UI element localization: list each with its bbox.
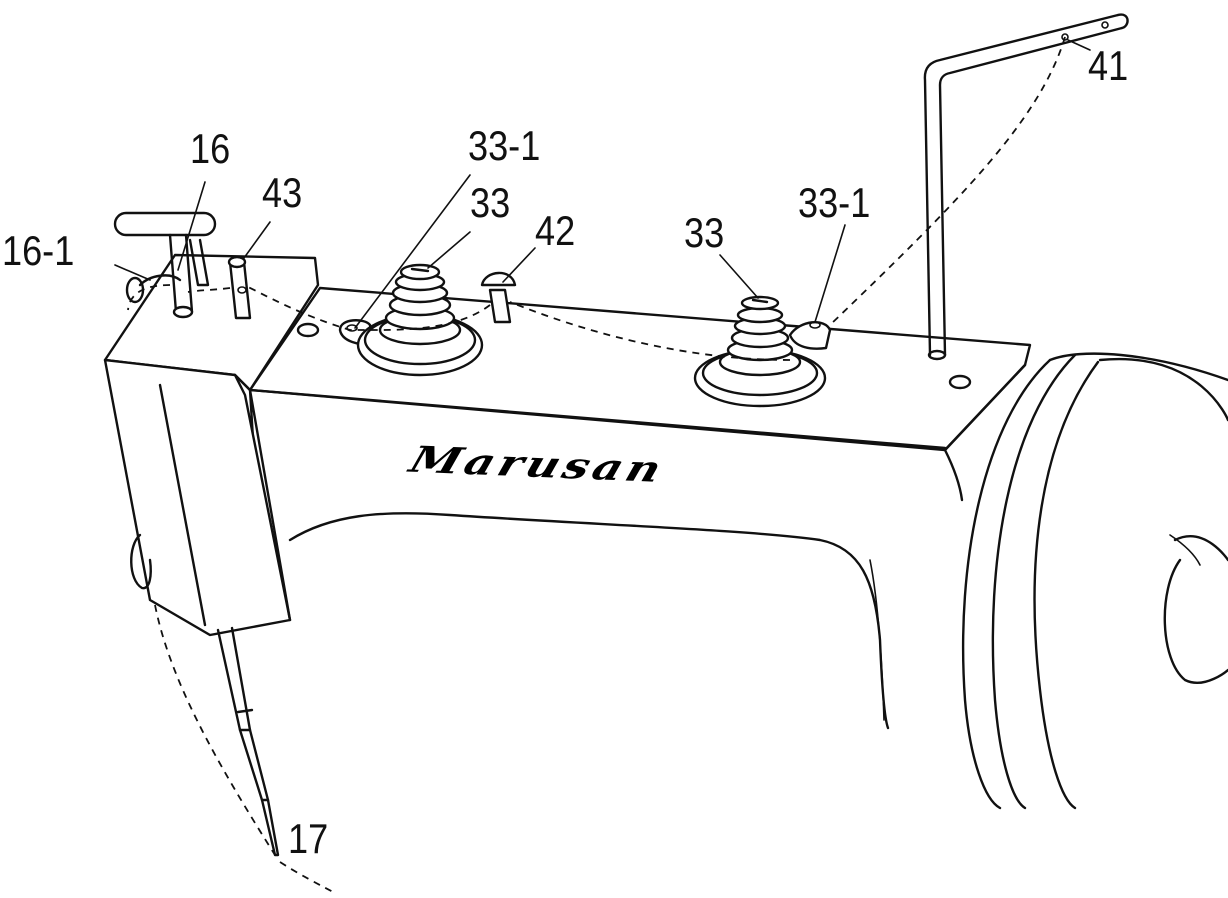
tension-assembly-right	[693, 295, 832, 408]
machine-head	[103, 253, 320, 637]
callout-16-1: 16-1	[2, 227, 75, 274]
handwheel	[961, 352, 1228, 810]
callout-17: 17	[288, 815, 329, 862]
needle-bar	[216, 626, 280, 857]
callout-42: 42	[535, 207, 576, 254]
callout-33-right: 33	[684, 209, 725, 256]
callout-33-1-right: 33-1	[798, 179, 871, 226]
callout-41: 41	[1088, 42, 1129, 89]
callout-16: 16	[190, 125, 231, 172]
thread-stand-41	[923, 13, 1129, 361]
callout-43: 43	[262, 169, 303, 216]
callout-33-left: 33	[470, 179, 511, 226]
thread-guide-42	[480, 271, 517, 324]
thread-guide-43	[227, 255, 252, 320]
leader-lines	[114, 39, 1091, 329]
callout-33-1-left: 33-1	[468, 122, 541, 169]
thread-path	[127, 36, 1066, 894]
